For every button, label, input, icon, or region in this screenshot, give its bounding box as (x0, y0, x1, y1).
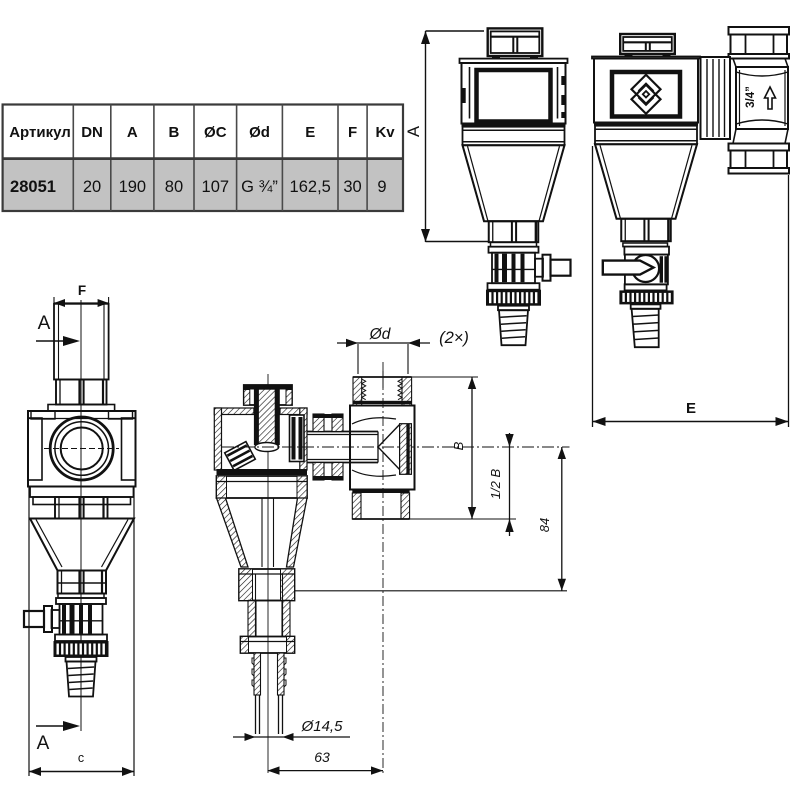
svg-text:A: A (127, 124, 138, 141)
svg-text:ØC: ØC (204, 124, 227, 141)
svg-text:162,5: 162,5 (290, 178, 331, 196)
svg-text:9: 9 (377, 178, 386, 196)
svg-text:3/4”: 3/4” (745, 86, 757, 108)
svg-text:DN: DN (81, 124, 103, 141)
svg-text:c: c (78, 751, 84, 765)
svg-text:Kv: Kv (375, 124, 395, 141)
svg-text:A: A (38, 313, 51, 334)
svg-text:B: B (451, 441, 466, 450)
svg-text:190: 190 (119, 178, 147, 196)
svg-text:Ø14,5: Ø14,5 (301, 718, 344, 735)
svg-text:84: 84 (537, 518, 552, 532)
svg-text:80: 80 (165, 178, 183, 196)
svg-text:63: 63 (314, 749, 330, 765)
svg-text:Ød: Ød (369, 326, 392, 343)
svg-text:Ød: Ød (249, 124, 270, 141)
svg-text:20: 20 (83, 178, 101, 196)
svg-text:F: F (78, 283, 86, 298)
svg-text:Артикул: Артикул (9, 124, 71, 141)
svg-text:F: F (348, 124, 357, 141)
svg-text:28051: 28051 (10, 178, 56, 196)
svg-text:A: A (37, 733, 50, 754)
svg-text:G ¾”: G ¾” (241, 178, 278, 196)
svg-text:B: B (169, 124, 180, 141)
svg-text:A: A (405, 126, 423, 137)
svg-text:E: E (686, 400, 696, 417)
svg-text:(2×): (2×) (439, 329, 469, 347)
svg-text:E: E (305, 124, 315, 141)
svg-text:30: 30 (343, 178, 361, 196)
svg-text:1/2 B: 1/2 B (488, 468, 503, 499)
svg-text:107: 107 (202, 178, 230, 196)
